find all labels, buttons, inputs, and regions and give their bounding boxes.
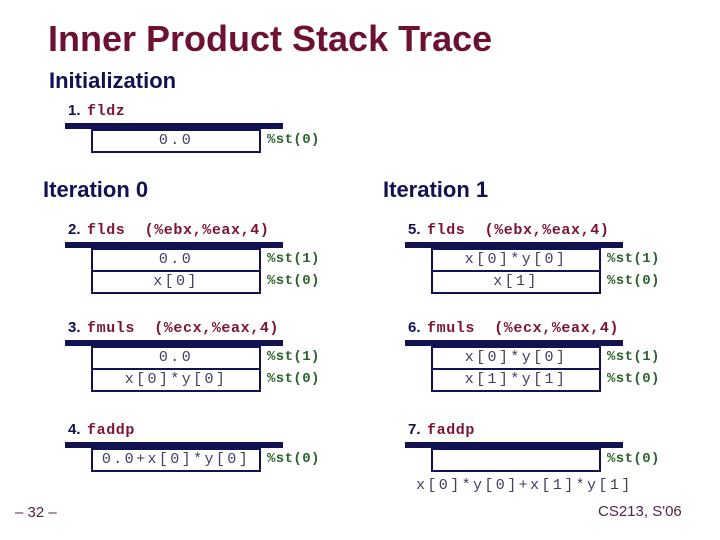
stack-row: 0.0 %st(1)	[91, 346, 319, 370]
fp-stack-diagram: x[0]*y[0] %st(1) x[1] %st(0)	[405, 242, 705, 294]
page-number: – 32 –	[15, 504, 57, 521]
step-4-faddp: 4. faddp 0.0+x[0]*y[0] %st(0)	[65, 420, 365, 472]
stack-cell: x[0]*y[0]	[431, 346, 601, 370]
register-label: %st(0)	[267, 451, 320, 467]
step-6-fmuls: 6. fmuls (%ecx,%eax,4) x[0]*y[0] %st(1) x…	[405, 318, 705, 392]
course-footer: CS213, S'06	[598, 503, 682, 520]
section-heading-iteration-0: Iteration 0	[43, 177, 149, 202]
register-label: %st(0)	[607, 451, 660, 467]
stack-row: x[0] %st(0)	[91, 270, 319, 294]
result-expression: x[0]*y[0]+x[1]*y[1]	[416, 477, 633, 494]
register-label: %st(0)	[607, 371, 660, 387]
stack-cell: x[1]	[431, 270, 601, 294]
register-label: %st(1)	[607, 349, 660, 365]
step-3-fmuls: 3. fmuls (%ecx,%eax,4) 0.0 %st(1) x[0]*y[…	[65, 318, 365, 392]
step-instruction: fmuls (%ecx,%eax,4)	[87, 320, 280, 337]
step-instruction: flds (%ebx,%eax,4)	[427, 222, 610, 239]
stack-cell: 0.0	[91, 129, 261, 153]
step-label: 5. flds (%ebx,%eax,4)	[405, 220, 705, 239]
step-instruction: flds (%ebx,%eax,4)	[87, 222, 270, 239]
step-number: 7.	[408, 421, 421, 438]
step-2-flds: 2. flds (%ebx,%eax,4) 0.0 %st(1) x[0] %st…	[65, 220, 365, 294]
register-label: %st(0)	[607, 273, 660, 289]
step-number: 5.	[408, 221, 421, 238]
step-label: 4. faddp	[65, 420, 365, 439]
register-label: %st(0)	[267, 371, 320, 387]
stack-cell: 0.0	[91, 346, 261, 370]
step-number: 1.	[68, 102, 81, 119]
section-heading-initialization: Initialization	[49, 68, 177, 93]
step-label: 2. flds (%ebx,%eax,4)	[65, 220, 365, 239]
step-instruction: fmuls (%ecx,%eax,4)	[427, 320, 620, 337]
stack-row: %st(0)	[431, 448, 659, 472]
stack-row: x[0]*y[0] %st(1)	[431, 248, 659, 272]
stack-row: x[1]*y[1] %st(0)	[431, 368, 659, 392]
stack-cell: 0.0+x[0]*y[0]	[91, 448, 261, 472]
stack-row: 0.0+x[0]*y[0] %st(0)	[91, 448, 319, 472]
step-instruction: fldz	[87, 103, 126, 120]
stack-top-bar	[65, 242, 283, 248]
step-number: 3.	[68, 319, 81, 336]
step-5-flds: 5. flds (%ebx,%eax,4) x[0]*y[0] %st(1) x[…	[405, 220, 705, 294]
section-heading-iteration-1: Iteration 1	[383, 177, 489, 202]
stack-top-bar	[405, 242, 623, 248]
stack-cell-empty	[431, 448, 601, 472]
fp-stack-diagram: %st(0)	[405, 442, 705, 472]
step-label: 1. fldz	[65, 101, 365, 120]
step-label: 6. fmuls (%ecx,%eax,4)	[405, 318, 705, 337]
page-title: Inner Product Stack Trace	[48, 18, 493, 59]
step-number: 2.	[68, 221, 81, 238]
register-label: %st(1)	[267, 251, 320, 267]
stack-row: x[0]*y[0] %st(0)	[91, 368, 319, 392]
fp-stack-diagram: 0.0 %st(1) x[0] %st(0)	[65, 242, 365, 294]
stack-cell: x[0]*y[0]	[431, 248, 601, 272]
register-label: %st(0)	[267, 273, 320, 289]
step-7-faddp: 7. faddp %st(0)	[405, 420, 705, 472]
register-label: %st(1)	[607, 251, 660, 267]
step-1-fldz: 1. fldz 0.0 %st(0)	[65, 101, 365, 153]
stack-cell: x[0]	[91, 270, 261, 294]
stack-cell: x[0]*y[0]	[91, 368, 261, 392]
step-instruction: faddp	[427, 422, 476, 439]
register-label: %st(1)	[267, 349, 320, 365]
stack-top-bar	[65, 123, 283, 129]
fp-stack-diagram: x[0]*y[0] %st(1) x[1]*y[1] %st(0)	[405, 340, 705, 392]
register-label: %st(0)	[267, 132, 320, 148]
stack-row: 0.0 %st(1)	[91, 248, 319, 272]
fp-stack-diagram: 0.0 %st(0)	[65, 123, 365, 153]
fp-stack-diagram: 0.0 %st(1) x[0]*y[0] %st(0)	[65, 340, 365, 392]
step-label: 3. fmuls (%ecx,%eax,4)	[65, 318, 365, 337]
stack-top-bar	[65, 340, 283, 346]
stack-row: x[0]*y[0] %st(1)	[431, 346, 659, 370]
stack-cell: x[1]*y[1]	[431, 368, 601, 392]
step-number: 6.	[408, 319, 421, 336]
stack-top-bar	[405, 340, 623, 346]
stack-row: x[1] %st(0)	[431, 270, 659, 294]
step-label: 7. faddp	[405, 420, 705, 439]
stack-row: 0.0 %st(0)	[91, 129, 319, 153]
stack-top-bar	[65, 442, 283, 448]
stack-top-bar	[405, 442, 623, 448]
step-number: 4.	[68, 421, 81, 438]
stack-cell: 0.0	[91, 248, 261, 272]
fp-stack-diagram: 0.0+x[0]*y[0] %st(0)	[65, 442, 365, 472]
step-instruction: faddp	[87, 422, 136, 439]
